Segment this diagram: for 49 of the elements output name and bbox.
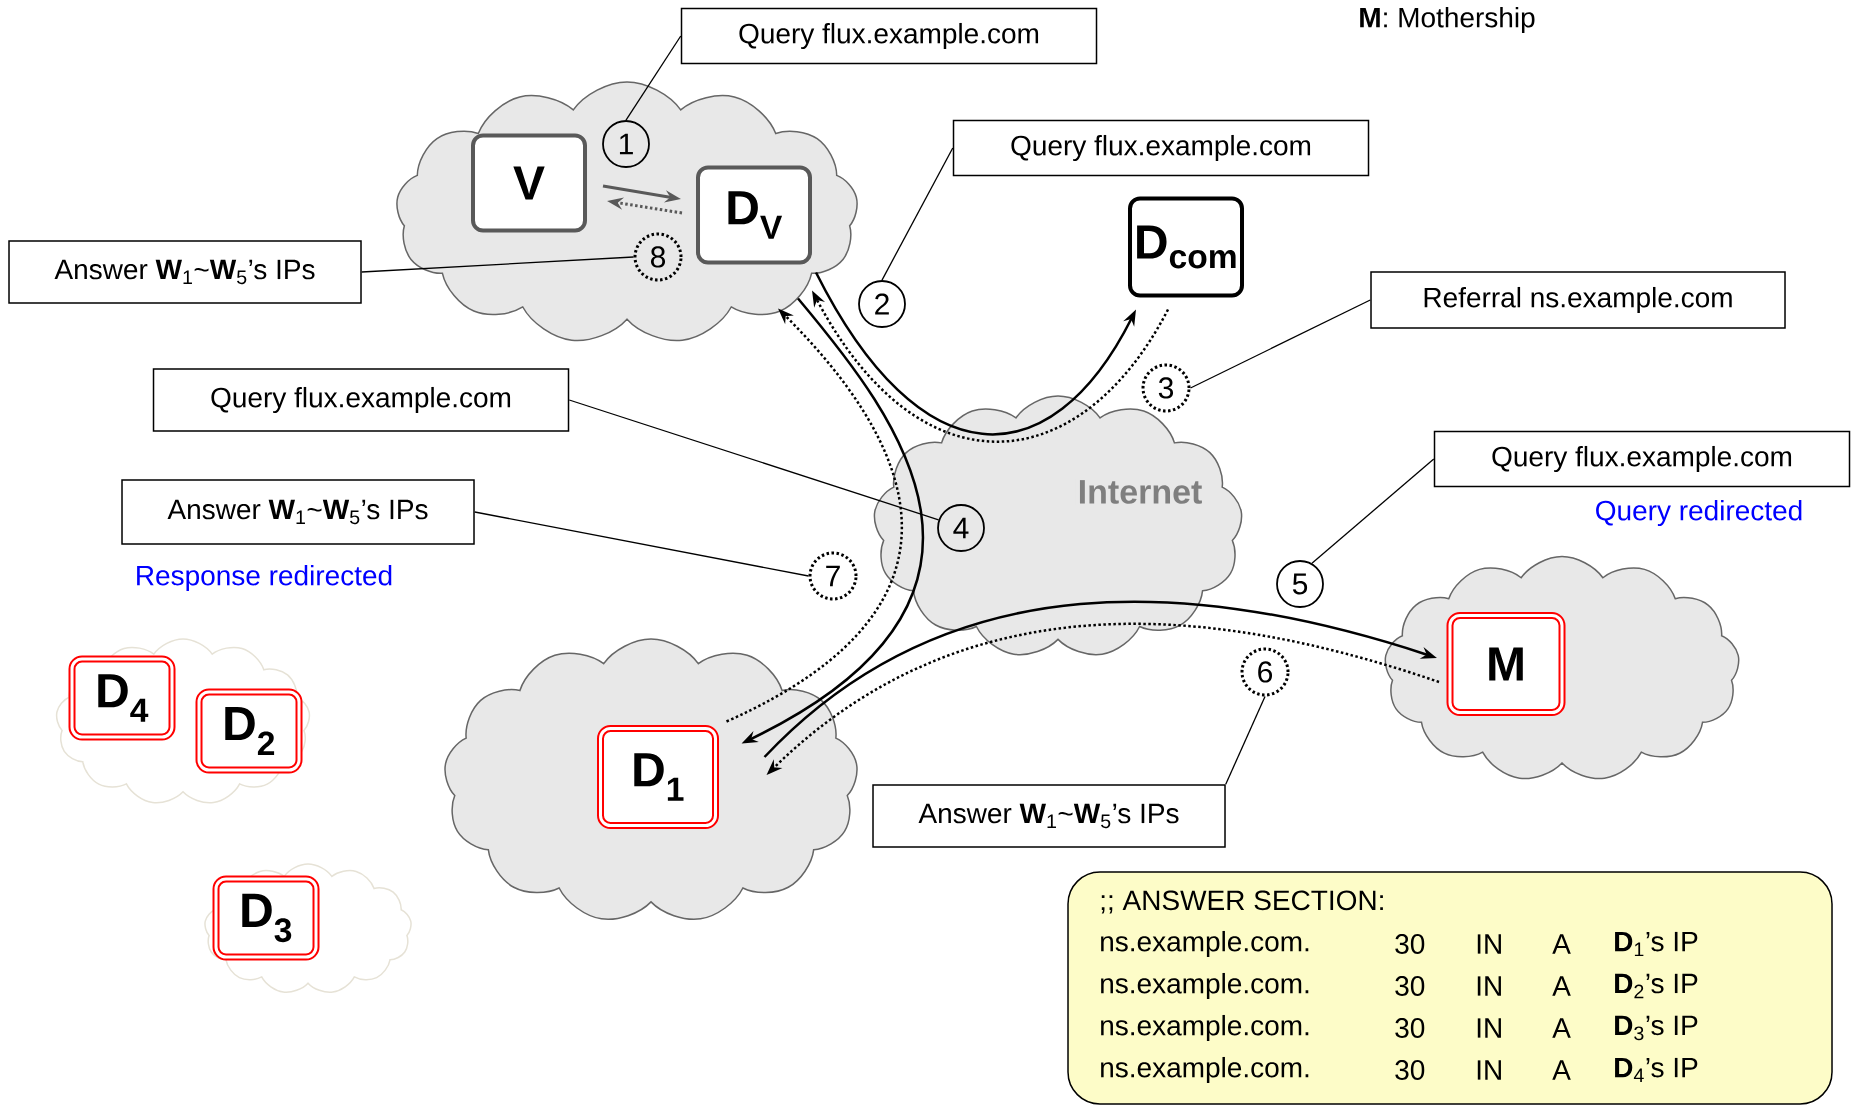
table-cell: D$_{3}$’s IP [1615,1015,1698,1041]
leader-line [474,511,810,577]
table-cell: ns.example.com. [1101,1056,1309,1084]
host-box: D$_{3}$ [212,875,320,961]
annotation-text: Response redirected [137,564,392,592]
table-cell: IN [1477,1018,1501,1038]
leader-line [625,35,682,121]
arrow [814,271,1136,436]
host-box: V [471,133,587,233]
table-cell: IN [1477,934,1501,954]
callout-box: Query flux.example.com [680,7,1098,65]
callout-box: Query flux.example.com [1433,430,1851,488]
table-cell: 30 [1395,976,1425,996]
table-cell: D$_{2}$’s IP [1615,973,1698,999]
callout-box: Answer W$_{1}$~W$_{5}$’s IPs [121,479,475,545]
table-cell: IN [1477,976,1501,996]
table-cell: D$_{4}$’s IP [1615,1057,1698,1083]
callout-box: Answer W$_{1}$~W$_{5}$’s IPs [8,240,362,304]
callout-box: Query flux.example.com [952,119,1370,177]
table-cell: A [1552,1018,1571,1038]
host-box: D$_{4}$ [68,655,176,741]
leader-line [1225,695,1266,785]
table-cell: 30 [1395,934,1425,954]
callout-box: Answer W$_{1}$~W$_{5}$’s IPs [872,784,1226,848]
table-cell: ns.example.com. [1101,972,1309,1000]
leader-line [361,256,635,273]
annotation-text: Query redirected [1596,499,1802,527]
host-box: D$_{com}$ [1128,196,1244,298]
table-cell: ns.example.com. [1101,1014,1309,1042]
callout-box: Query flux.example.com [152,368,570,432]
table-cell: 30 [1395,1060,1425,1080]
table-header: ;; ANSWER SECTION: [1101,890,1383,914]
table-cell: A [1552,976,1571,996]
table-cell: D$_{1}$’s IP [1615,931,1698,957]
host-box: D$_{1}$ [597,725,719,829]
table-cell: 30 [1395,1018,1425,1038]
table-cell: IN [1477,1060,1501,1080]
leader-line [568,399,940,521]
table-cell: A [1552,1060,1571,1080]
host-box: D$_{V}$ [696,165,812,265]
callout-box: Referral ns.example.com [1370,271,1786,329]
leader-line [1189,299,1371,389]
table-cell: A [1552,934,1571,954]
host-box: D$_{2}$ [195,688,303,774]
host-box: M [1446,612,1566,716]
leader-line [881,147,954,281]
table-cell: ns.example.com. [1101,930,1309,958]
key-note: M: Mothership [1360,6,1535,34]
leader-line [1311,458,1435,564]
